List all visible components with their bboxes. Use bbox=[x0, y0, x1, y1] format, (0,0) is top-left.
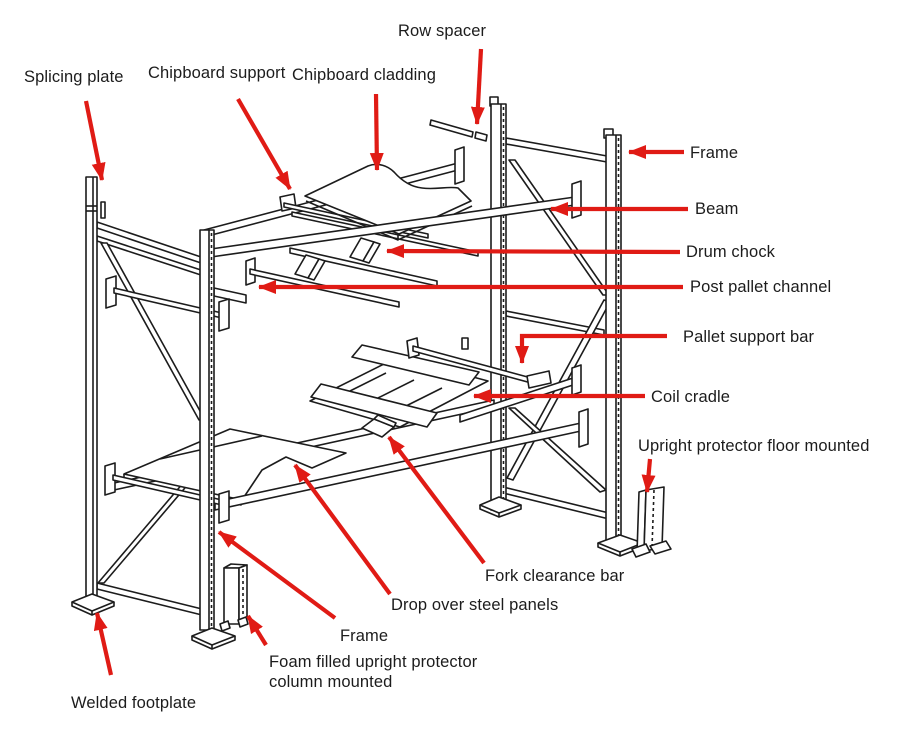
arrow-foam-filled-protector bbox=[246, 614, 268, 647]
floor-mounted-upright-protector-part bbox=[631, 486, 672, 558]
footplate-front-left bbox=[191, 627, 236, 650]
welded-footplate-part bbox=[71, 593, 115, 616]
post-pallet-channel-upper bbox=[105, 275, 223, 319]
foam-filled-upright-protector-part bbox=[219, 563, 249, 632]
label-upright-protector-floor: Upright protector floor mounted bbox=[638, 437, 870, 455]
label-fork-clearance-bar: Fork clearance bar bbox=[485, 567, 625, 585]
upright-post-front-right bbox=[597, 128, 644, 557]
upright-post-rear-left bbox=[71, 176, 115, 616]
pallet-support-bar-part bbox=[406, 337, 552, 389]
arrow-drum-chock bbox=[386, 244, 681, 259]
label-coil-cradle: Coil cradle bbox=[651, 388, 731, 406]
drum-channel-rails bbox=[213, 247, 438, 308]
upper-level bbox=[105, 146, 582, 319]
fork-clearance-bar-part bbox=[361, 414, 397, 438]
front-lower-beam bbox=[214, 408, 589, 511]
splicing-plate-part bbox=[86, 201, 106, 219]
label-foam-filled-upright-protector: Foam filled upright protector column mou… bbox=[269, 653, 478, 692]
post-pallet-channel-lower-endplate bbox=[218, 490, 230, 524]
label-drop-over-steel-panels: Drop over steel panels bbox=[391, 596, 559, 614]
callout-arrows bbox=[83, 48, 688, 676]
label-pallet-support-bar: Pallet support bar bbox=[683, 328, 815, 346]
footplate-rear-right bbox=[479, 496, 522, 518]
coil-cradle-part bbox=[309, 344, 489, 428]
arrow-fork-clearance-bar bbox=[387, 435, 486, 565]
label-row-spacer: Row spacer bbox=[398, 22, 487, 40]
label-welded-footplate: Welded footplate bbox=[71, 694, 197, 712]
label-chipboard-cladding: Chipboard cladding bbox=[292, 66, 436, 84]
label-drum-chock: Drum chock bbox=[686, 243, 776, 261]
arrow-pallet-support-bar bbox=[515, 333, 667, 364]
upright-post-front-left bbox=[191, 229, 236, 650]
arrow-splicing-plate bbox=[83, 100, 106, 181]
arrow-chipboard-cladding bbox=[369, 93, 384, 171]
right-frame-bracing bbox=[502, 137, 611, 520]
label-frame-bottom: Frame bbox=[340, 627, 389, 645]
label-beam: Beam bbox=[695, 200, 739, 218]
post-pallet-channel-upper-endplate bbox=[218, 298, 230, 332]
label-chipboard-support: Chipboard support bbox=[148, 64, 286, 82]
arrow-row-spacer bbox=[470, 48, 485, 125]
label-frame-right: Frame bbox=[690, 144, 739, 162]
row-spacer-part bbox=[429, 119, 488, 142]
arrow-frame-bottom bbox=[217, 530, 337, 620]
arrow-upright-protector-floor bbox=[641, 458, 656, 493]
arrow-welded-footplate bbox=[93, 612, 114, 676]
drum-chock bbox=[294, 237, 381, 281]
arrow-drop-over-steel-panels bbox=[293, 463, 392, 596]
lower-level bbox=[104, 337, 589, 511]
label-splicing-plate: Splicing plate bbox=[24, 68, 124, 86]
arrow-chipboard-support bbox=[236, 97, 292, 191]
label-post-pallet-channel: Post pallet channel bbox=[690, 278, 832, 296]
